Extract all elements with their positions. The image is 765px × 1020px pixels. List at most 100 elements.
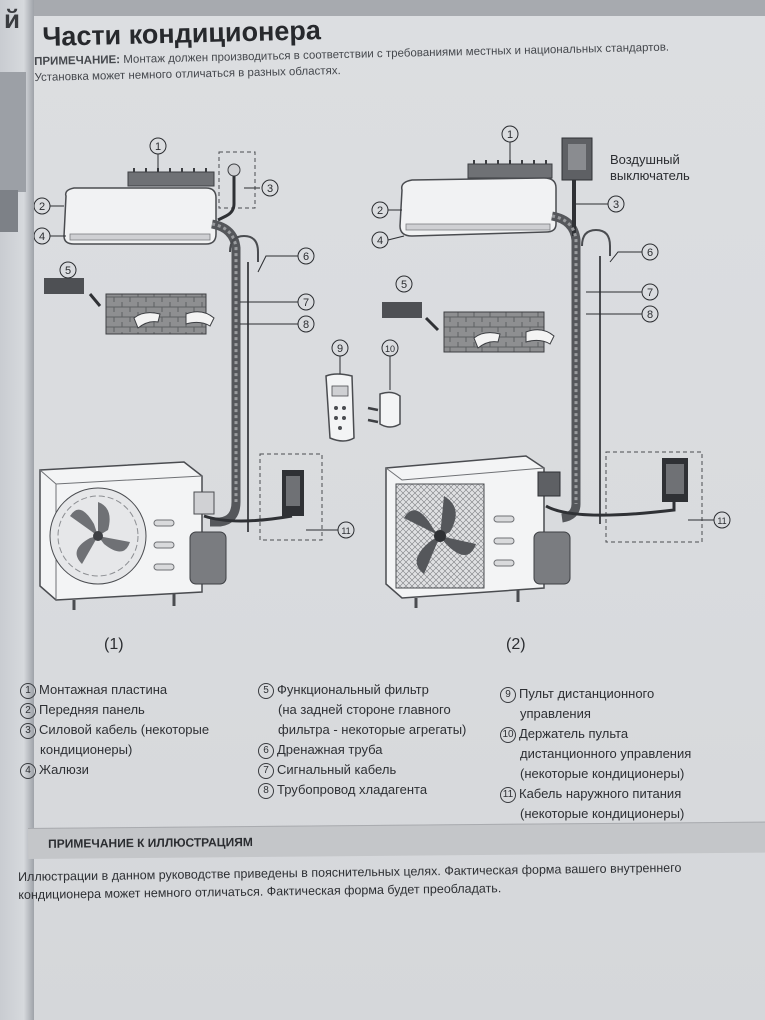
indoor-unit-2 [399,177,557,237]
callout-5-v1: 5 [59,261,77,279]
svg-text:3: 3 [613,199,619,211]
outdoor-unit-2 [385,455,571,608]
svg-text:4: 4 [39,231,45,243]
legend-item-10-cont-2: (некоторые кондиционеры) [520,766,685,781]
fan-blades-2 [404,496,476,574]
power-cable-box-1 [217,151,256,222]
legend-item-9-cont: управления [520,706,591,721]
callout-4-v2: 4 [371,231,405,249]
breaker-label-2: выключатель [610,168,690,183]
outdoor-unit-1 [39,461,227,610]
svg-text:10: 10 [385,344,395,354]
page-title: Части кондиционера [42,15,322,52]
callout-7-v2: 7 [586,283,659,301]
illustrations-note-header: ПРИМЕЧАНИЕ К ИЛЛЮСТРАЦИЯМ [28,821,765,859]
page-top-bar [34,0,765,16]
callout-9: 9 [331,339,349,374]
fan-blades-1 [70,502,130,564]
callout-1-v1: 1 [149,137,167,172]
mounting-plate-1 [127,168,215,187]
variant-2-diagram: Воздушный выключатель [382,137,703,608]
callout-11-v1: 11 [306,521,355,539]
air-breaker: Воздушный выключатель [561,137,690,183]
note-label: ПРИМЕЧАНИЕ: [34,54,121,68]
functional-filter-2 [382,302,422,318]
variant-1-diagram [39,151,323,610]
legend-item-3-cont: кондиционеры) [40,742,133,757]
indoor-unit-1 [63,187,217,245]
svg-text:6: 6 [303,251,309,263]
callout-7-v1: 7 [240,293,315,311]
callout-2-v1: 2 [34,197,64,215]
callouts: 1 2 4 3 5 [34,125,731,539]
illustrations-note-heading: ПРИМЕЧАНИЕ К ИЛЛЮСТРАЦИЯМ [48,835,253,851]
callout-6-v1: 6 [257,247,315,273]
callout-4-v1: 4 [34,227,66,245]
filter-in-hands-2 [443,311,555,353]
callout-10: 10 [381,339,399,390]
page-tab-dark [0,190,18,232]
svg-text:6: 6 [647,247,653,259]
svg-text:1: 1 [155,141,161,153]
callout-3-v2: 3 [576,195,625,213]
variant-label-2: (2) [506,636,526,653]
svg-text:11: 11 [717,516,726,526]
filter-in-hands-1 [105,293,215,335]
remote-holder [367,391,401,428]
svg-text:5: 5 [65,265,71,277]
functional-filter-1 [44,278,84,294]
manual-page: Части кондиционера ПРИМЕЧАНИЕ: Монтаж до… [18,0,765,1020]
callout-2-v2: 2 [371,201,402,219]
parts-diagram: Воздушный выключатель [34,125,731,610]
callout-6-v2: 6 [609,243,659,263]
legend-item-10-cont-1: дистанционного управления [520,746,692,761]
legend-item-5-cont-2: фильтра - некоторые агрегаты) [278,722,467,737]
illustrations-note-text: Иллюстрации в данном руководстве приведе… [18,860,682,902]
remote-control [325,373,355,442]
svg-text:11: 11 [341,526,350,536]
variant-label-1: (1) [104,636,124,653]
page-tab [0,72,26,192]
external-power-box-2 [545,451,703,543]
callout-11-v2: 11 [688,511,731,529]
svg-text:2: 2 [377,205,383,217]
callout-8-v2: 8 [586,305,659,323]
edge-letter: й [4,4,20,34]
svg-text:7: 7 [303,297,309,309]
svg-text:3: 3 [267,183,273,195]
wall-sleeve-1 [229,234,259,262]
callout-3-v1: 3 [244,179,279,197]
svg-text:8: 8 [647,309,653,321]
previous-page-edge: й [0,0,34,1020]
svg-text:2: 2 [39,201,45,213]
svg-text:9: 9 [337,343,343,355]
svg-text:8: 8 [303,319,309,331]
external-power-box-1 [203,453,323,541]
svg-text:5: 5 [401,279,407,291]
callout-5-v2: 5 [395,275,413,293]
svg-text:4: 4 [377,235,383,247]
breaker-label-1: Воздушный [610,152,680,167]
callout-8-v1: 8 [240,315,315,333]
svg-text:7: 7 [647,287,653,299]
callout-1-v2: 1 [501,125,519,164]
wall-sleeve-2 [581,228,611,256]
pipe-bundle-1 [210,219,241,527]
legend-item-5-cont-1: (на задней стороне главного [278,702,451,717]
legend-item-11-cont: (некоторые кондиционеры) [520,806,685,821]
svg-text:1: 1 [507,129,513,141]
